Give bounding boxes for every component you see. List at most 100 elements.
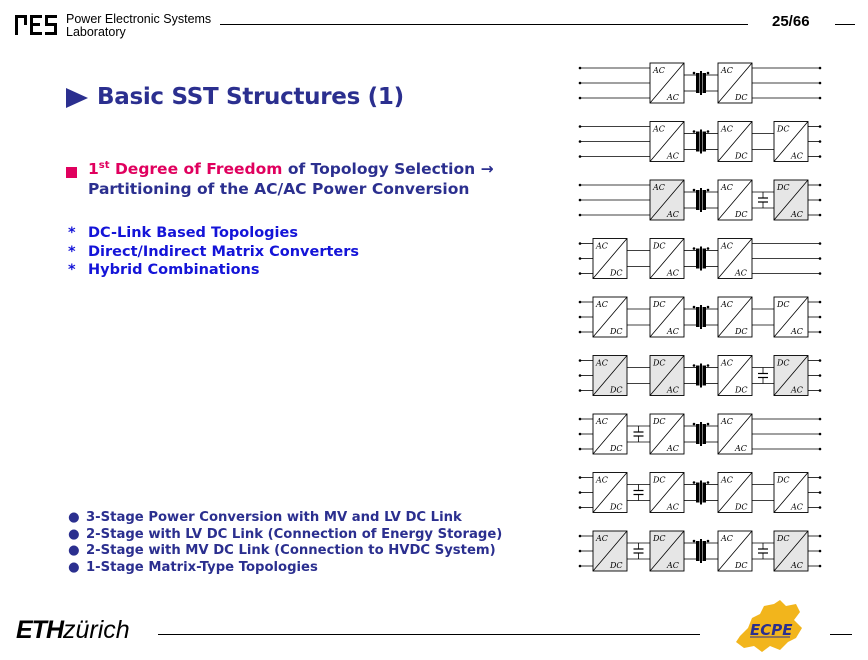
converter-input-label: AC	[720, 476, 733, 485]
transformer-winding-icon	[702, 248, 706, 269]
converter-input-label: AC	[720, 125, 733, 134]
output-terminal-dot	[818, 476, 822, 479]
converter-output-label: AC	[666, 561, 679, 570]
output-terminal-dot	[818, 213, 822, 217]
converter-diagonal	[773, 530, 809, 572]
converter-diagonal	[717, 472, 753, 513]
polarity-dot	[692, 364, 696, 367]
input-terminal-dot	[578, 447, 582, 451]
polarity-dot	[706, 188, 710, 192]
list-item-text: 3-Stage Power Conversion with MV and LV …	[86, 510, 462, 525]
transformer-core-icon	[700, 246, 702, 271]
converter-output-label: AC	[790, 561, 803, 570]
input-terminal-dot	[578, 330, 582, 334]
transformer-winding-icon	[696, 190, 700, 210]
output-terminal-dot	[818, 491, 822, 494]
topology-list: *DC-Link Based Topologies *Direct/Indire…	[68, 224, 359, 280]
output-terminal-dot	[818, 417, 822, 421]
output-terminal-dot	[818, 315, 822, 319]
ecpe-logo: ECPE	[736, 600, 802, 652]
converter-output-label: DC	[734, 503, 748, 512]
input-terminal-dot	[578, 549, 582, 553]
list-item: ●2-Stage with MV DC Link (Connection to …	[68, 543, 502, 560]
transformer-winding-icon	[702, 307, 706, 327]
input-terminal-dot	[578, 213, 582, 217]
converter-diagonal	[717, 296, 753, 338]
input-terminal-dot	[578, 81, 582, 85]
input-terminal-dot	[578, 183, 582, 187]
converter-input-label: AC	[652, 125, 665, 134]
polarity-dot	[706, 305, 710, 309]
main-point-line1: 1st Degree of Freedom of Topology Select…	[88, 160, 494, 178]
converter-diagonal	[649, 296, 685, 338]
converter-output-label: DC	[609, 503, 623, 512]
converter-input-label: DC	[776, 359, 790, 368]
converter-input-label: DC	[776, 125, 790, 134]
input-terminal-dot	[578, 66, 582, 70]
input-terminal-dot	[578, 564, 582, 568]
asterisk-icon: *	[68, 225, 76, 241]
converter-input-label: DC	[776, 534, 790, 543]
converter-output-label: AC	[790, 386, 803, 395]
polarity-dot	[706, 481, 710, 484]
converter-diagonal	[717, 62, 753, 104]
converter-input-label: DC	[652, 300, 666, 309]
converter-diagonal	[773, 121, 809, 162]
transformer-winding-icon	[702, 73, 706, 93]
dot-bullet-icon: ●	[68, 543, 80, 558]
converter-output-label: DC	[609, 444, 623, 453]
list-item: ● 3-Stage Power Conversion with MV and LV…	[68, 510, 502, 527]
transformer-core-icon	[700, 129, 702, 154]
input-terminal-dot	[578, 374, 582, 377]
converter-output-label: AC	[666, 444, 679, 453]
converter-output-label: DC	[734, 386, 748, 395]
converter-diagonal	[592, 530, 628, 572]
converter-diagonal	[592, 296, 628, 338]
converter-diagonal	[649, 413, 685, 455]
transformer-winding-icon	[696, 365, 700, 386]
polarity-dot	[706, 130, 710, 133]
converter-output-label: DC	[609, 386, 623, 395]
converter-output-label: AC	[666, 327, 679, 336]
transformer-winding-icon	[702, 131, 706, 152]
pes-logo	[15, 15, 57, 35]
eth-logo-bold: ETH	[16, 616, 64, 644]
lab-name-line2: Laboratory	[66, 25, 126, 39]
transformer-winding-icon	[702, 482, 706, 503]
input-terminal-dot	[578, 506, 582, 509]
input-terminal-dot	[578, 432, 582, 436]
transformer-winding-icon	[702, 190, 706, 210]
header-rule	[220, 24, 748, 25]
converter-diagonal	[592, 413, 628, 455]
list-item-text: Hybrid Combinations	[88, 262, 260, 278]
input-terminal-dot	[578, 242, 582, 245]
transformer-winding-icon	[696, 248, 700, 269]
converter-output-label: DC	[734, 561, 748, 570]
converter-input-label: DC	[652, 242, 666, 251]
output-terminal-dot	[818, 359, 822, 362]
converter-diagonal	[717, 530, 753, 572]
transformer-core-icon	[700, 480, 702, 505]
converter-input-label: AC	[720, 300, 733, 309]
converter-diagonal	[773, 472, 809, 513]
output-terminal-dot	[818, 389, 822, 392]
output-terminal-dot	[818, 155, 822, 158]
eth-logo-italic: zürich	[63, 616, 130, 644]
main-point-ordinal-suffix: st	[98, 160, 110, 171]
transformer-winding-icon	[696, 73, 700, 93]
polarity-dot	[692, 305, 696, 309]
output-terminal-dot	[818, 257, 822, 260]
polarity-dot	[692, 539, 696, 543]
output-terminal-dot	[818, 549, 822, 553]
list-item: *DC-Link Based Topologies	[68, 224, 359, 243]
list-item: ●1-Stage Matrix-Type Topologies	[68, 560, 502, 577]
converter-input-label: AC	[720, 183, 733, 192]
converter-output-label: AC	[790, 152, 803, 161]
converter-diagonal	[592, 355, 628, 396]
output-terminal-dot	[818, 125, 822, 128]
dot-bullet-icon: ●	[68, 526, 80, 542]
output-terminal-dot	[818, 96, 822, 100]
output-terminal-dot	[818, 447, 822, 451]
transformer-core-icon	[700, 305, 702, 329]
dot-bullet-icon: ●	[68, 510, 80, 525]
